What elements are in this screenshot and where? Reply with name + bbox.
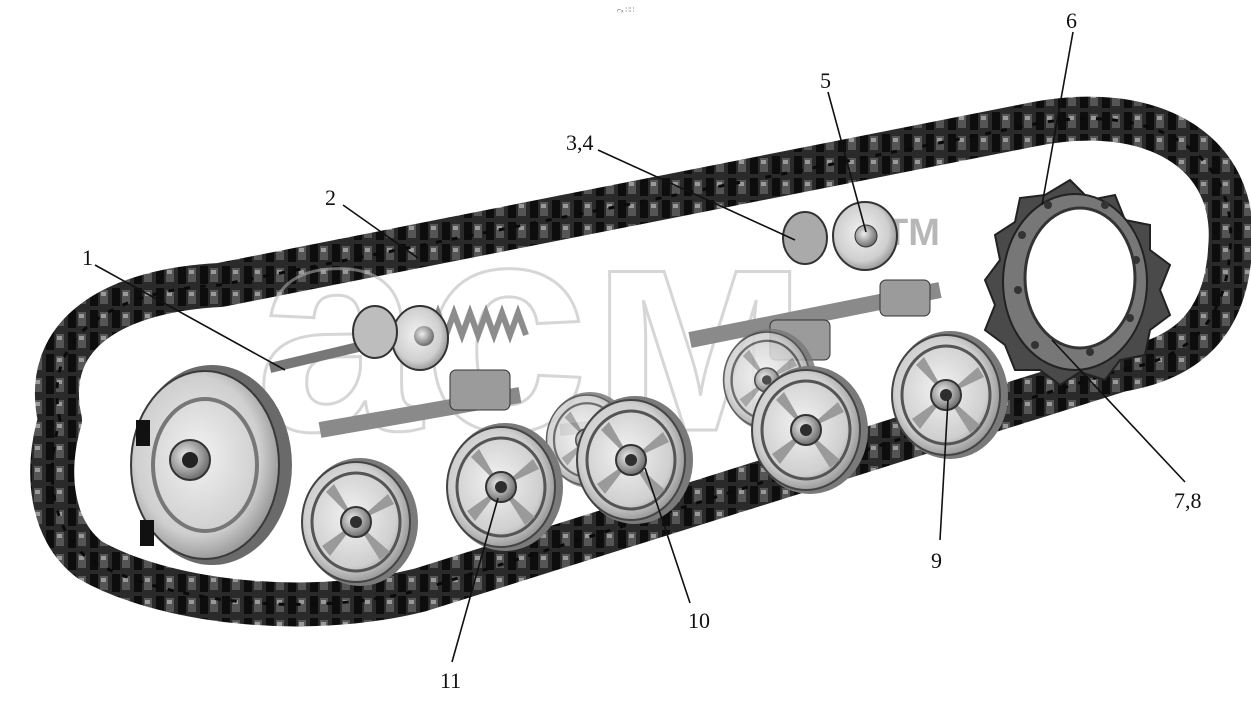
callouts: 1 2 3,4 5 6 7,8 9 10 11	[82, 8, 1202, 693]
drive-sprocket	[983, 178, 1172, 387]
leader-6	[1041, 31, 1074, 206]
callout-10: 10	[688, 608, 710, 633]
idler-wheel	[130, 365, 292, 565]
leader-10	[644, 467, 691, 604]
leader-11	[451, 497, 499, 663]
leader-5	[827, 91, 867, 233]
leader-7-8	[1051, 339, 1186, 483]
callout-11: 11	[440, 668, 461, 693]
tensioner	[268, 304, 529, 373]
callout-1: 1	[82, 245, 93, 270]
return-rollers	[782, 201, 898, 271]
callout-7-8: 7,8	[1174, 488, 1202, 513]
track-chain	[30, 96, 1251, 627]
leader-3-4	[597, 149, 796, 241]
callout-9: 9	[931, 548, 942, 573]
callout-6: 6	[1066, 8, 1077, 33]
leader-9	[939, 399, 949, 541]
watermark: асм ТМ	[254, 157, 940, 496]
leader-lines	[94, 31, 1186, 663]
callout-3-4: 3,4	[566, 130, 594, 155]
callout-5: 5	[820, 68, 831, 93]
header-mark: ⌐ₓ ∷∷	[617, 7, 635, 14]
leader-1	[94, 264, 286, 371]
callout-2: 2	[325, 185, 336, 210]
leader-2	[342, 204, 419, 259]
